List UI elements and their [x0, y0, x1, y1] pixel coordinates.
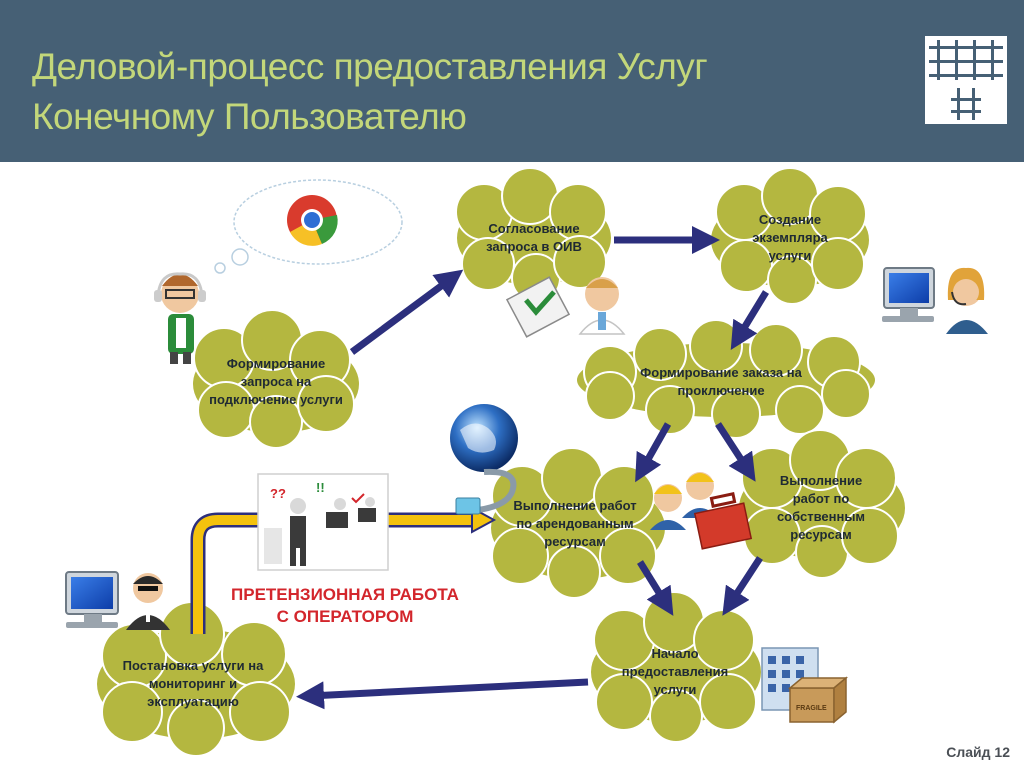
- fragile-box-icon: FRAGILE: [787, 676, 849, 724]
- toolbox-icon: [693, 492, 753, 550]
- arrow-order-to-leased: [635, 422, 672, 483]
- svg-text:!!: !!: [316, 480, 325, 495]
- node-approval: Согласование запроса в ОИВ: [486, 221, 582, 254]
- fragile-label: FRAGILE: [796, 705, 827, 712]
- operator-headset-icon: [946, 267, 988, 334]
- node-own: Выполнение работ по собственным ресурсам: [776, 473, 866, 542]
- process-diagram: ?? !!: [65, 167, 988, 757]
- claim-label: ПРЕТЕНЗИОННАЯ РАБОТА С ОПЕРАТОРОМ: [200, 584, 490, 628]
- title-line-1: Деловой-процесс предоставления Услуг: [32, 46, 708, 87]
- arrow-order-to-own: [715, 422, 756, 482]
- logo-icon: [925, 36, 1007, 124]
- slide-header: [0, 0, 1024, 162]
- slide-title: Деловой-процесс предоставления Услуг Кон…: [32, 42, 892, 142]
- browser-icon: [287, 195, 338, 246]
- cloud-leased: [489, 447, 667, 599]
- arrow-leased-to-start: [637, 560, 674, 616]
- cloud-instance: [709, 167, 871, 305]
- title-line-2: Конечному Пользователю: [32, 96, 467, 137]
- cloud-order: [575, 319, 877, 439]
- cloud-start: [589, 591, 763, 743]
- cloud-monitoring: [95, 601, 297, 757]
- arrow-request-to-approval: [349, 269, 464, 355]
- arrow-instance-to-order: [730, 290, 769, 350]
- monitor-icon-2: [65, 571, 119, 628]
- slide-number: Слайд 12: [946, 744, 1010, 760]
- monitor-icon: [882, 267, 935, 322]
- node-request: Формирование запроса на подключение услу…: [209, 356, 343, 407]
- clipboard-icon: [505, 276, 571, 338]
- claim-label-line-1: ПРЕТЕНЗИОННАЯ РАБОТА: [231, 585, 459, 604]
- security-agent-icon: [126, 573, 170, 630]
- node-monitoring: Постановка услуги на мониторинг и эксплу…: [122, 658, 264, 709]
- cloud-request: [191, 309, 361, 449]
- arrow-own-to-start: [722, 556, 763, 616]
- globe-icon: [450, 404, 518, 515]
- node-order: Формирование заказа на проключение: [640, 365, 802, 398]
- node-start: Начало предоставления услуги: [621, 646, 729, 697]
- official-avatar-icon: [578, 277, 626, 335]
- user-avatar-icon: [154, 272, 206, 364]
- node-leased: Выполнение работ по арендованным ресурса…: [513, 498, 637, 549]
- operators-picture: ?? !!: [257, 473, 389, 571]
- claim-label-line-2: С ОПЕРАТОРОМ: [276, 607, 414, 626]
- node-instance: Создание экземпляра услуги: [752, 212, 828, 263]
- cloud-approval: [455, 167, 613, 303]
- cloud-own: [737, 429, 907, 579]
- svg-text:??: ??: [270, 486, 286, 501]
- arrow-start-to-monitoring: [296, 678, 589, 710]
